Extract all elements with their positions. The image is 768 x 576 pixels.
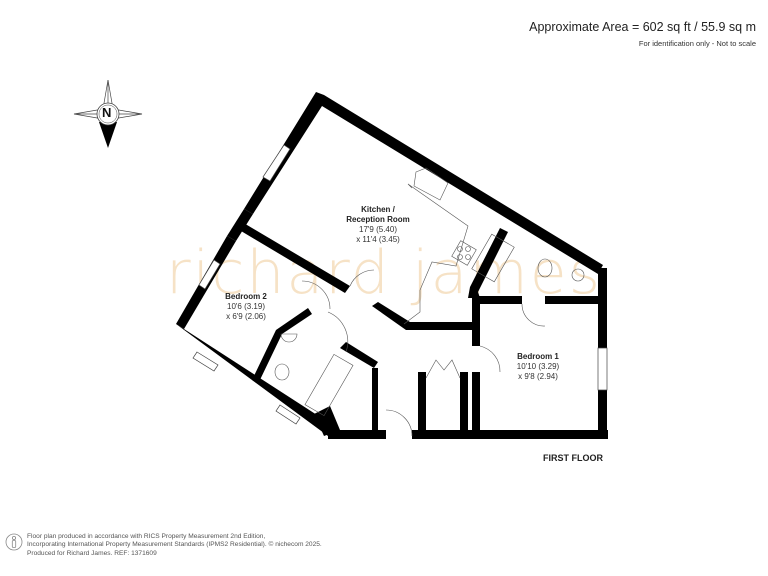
bath-icon [304, 353, 354, 417]
wall [468, 228, 508, 298]
toilet-icon [537, 258, 553, 278]
watermark: richard james [166, 238, 602, 308]
wall [372, 368, 378, 432]
window [275, 404, 301, 425]
compass-north-icon [73, 79, 143, 148]
wall [598, 390, 607, 439]
footer-line-3: Produced for Richard James. REF: 1371609 [27, 549, 157, 557]
door-swing [385, 409, 413, 437]
wall [472, 296, 522, 304]
door-swing [301, 280, 331, 310]
toilet-icon [274, 363, 290, 381]
door-swing [327, 311, 348, 353]
wall [460, 372, 468, 436]
door-swing [479, 345, 501, 373]
kitchen-sink-icon [413, 167, 449, 201]
closet-doors [425, 359, 461, 379]
room-kitchen-reception: Kitchen / Reception Room 17'9 (5.40) x 1… [346, 205, 410, 244]
footer-line-2: Incorporating International Property Mea… [27, 541, 322, 549]
wall [328, 430, 386, 439]
basin-icon [571, 268, 585, 282]
wall [418, 372, 426, 436]
hob-icon [451, 240, 477, 266]
wall [545, 296, 605, 304]
room-bedroom-1: Bedroom 1 10'10 (3.29) x 9'8 (2.94) [516, 352, 560, 381]
door-swing [521, 303, 546, 327]
compass-label: N [102, 105, 112, 120]
wall [472, 372, 480, 436]
basin-icon [280, 333, 298, 343]
wall [372, 302, 472, 330]
person-info-icon [5, 533, 23, 551]
footer-line-1: Floor plan produced in accordance with R… [27, 533, 266, 540]
approximate-area: Approximate Area = 602 sq ft / 55.9 sq m [529, 20, 756, 34]
floor-label: FIRST FLOOR [543, 453, 603, 463]
window [597, 347, 608, 391]
footer-notes: Floor plan produced in accordance with R… [27, 533, 322, 558]
shower-tray-icon [471, 233, 515, 283]
wall [252, 308, 312, 384]
wall [412, 430, 608, 439]
wall [340, 342, 378, 368]
window [198, 259, 221, 290]
kitchen-counter [403, 183, 469, 325]
wall [472, 296, 480, 346]
window [192, 351, 219, 372]
door-swing [349, 269, 375, 287]
room-bedroom-2: Bedroom 2 10'6 (3.19) x 6'9 (2.06) [225, 292, 267, 321]
window [262, 144, 291, 182]
wall [244, 92, 603, 274]
wall [236, 222, 350, 293]
scale-disclaimer: For identification only - Not to scale [638, 39, 756, 48]
wall [598, 268, 607, 348]
